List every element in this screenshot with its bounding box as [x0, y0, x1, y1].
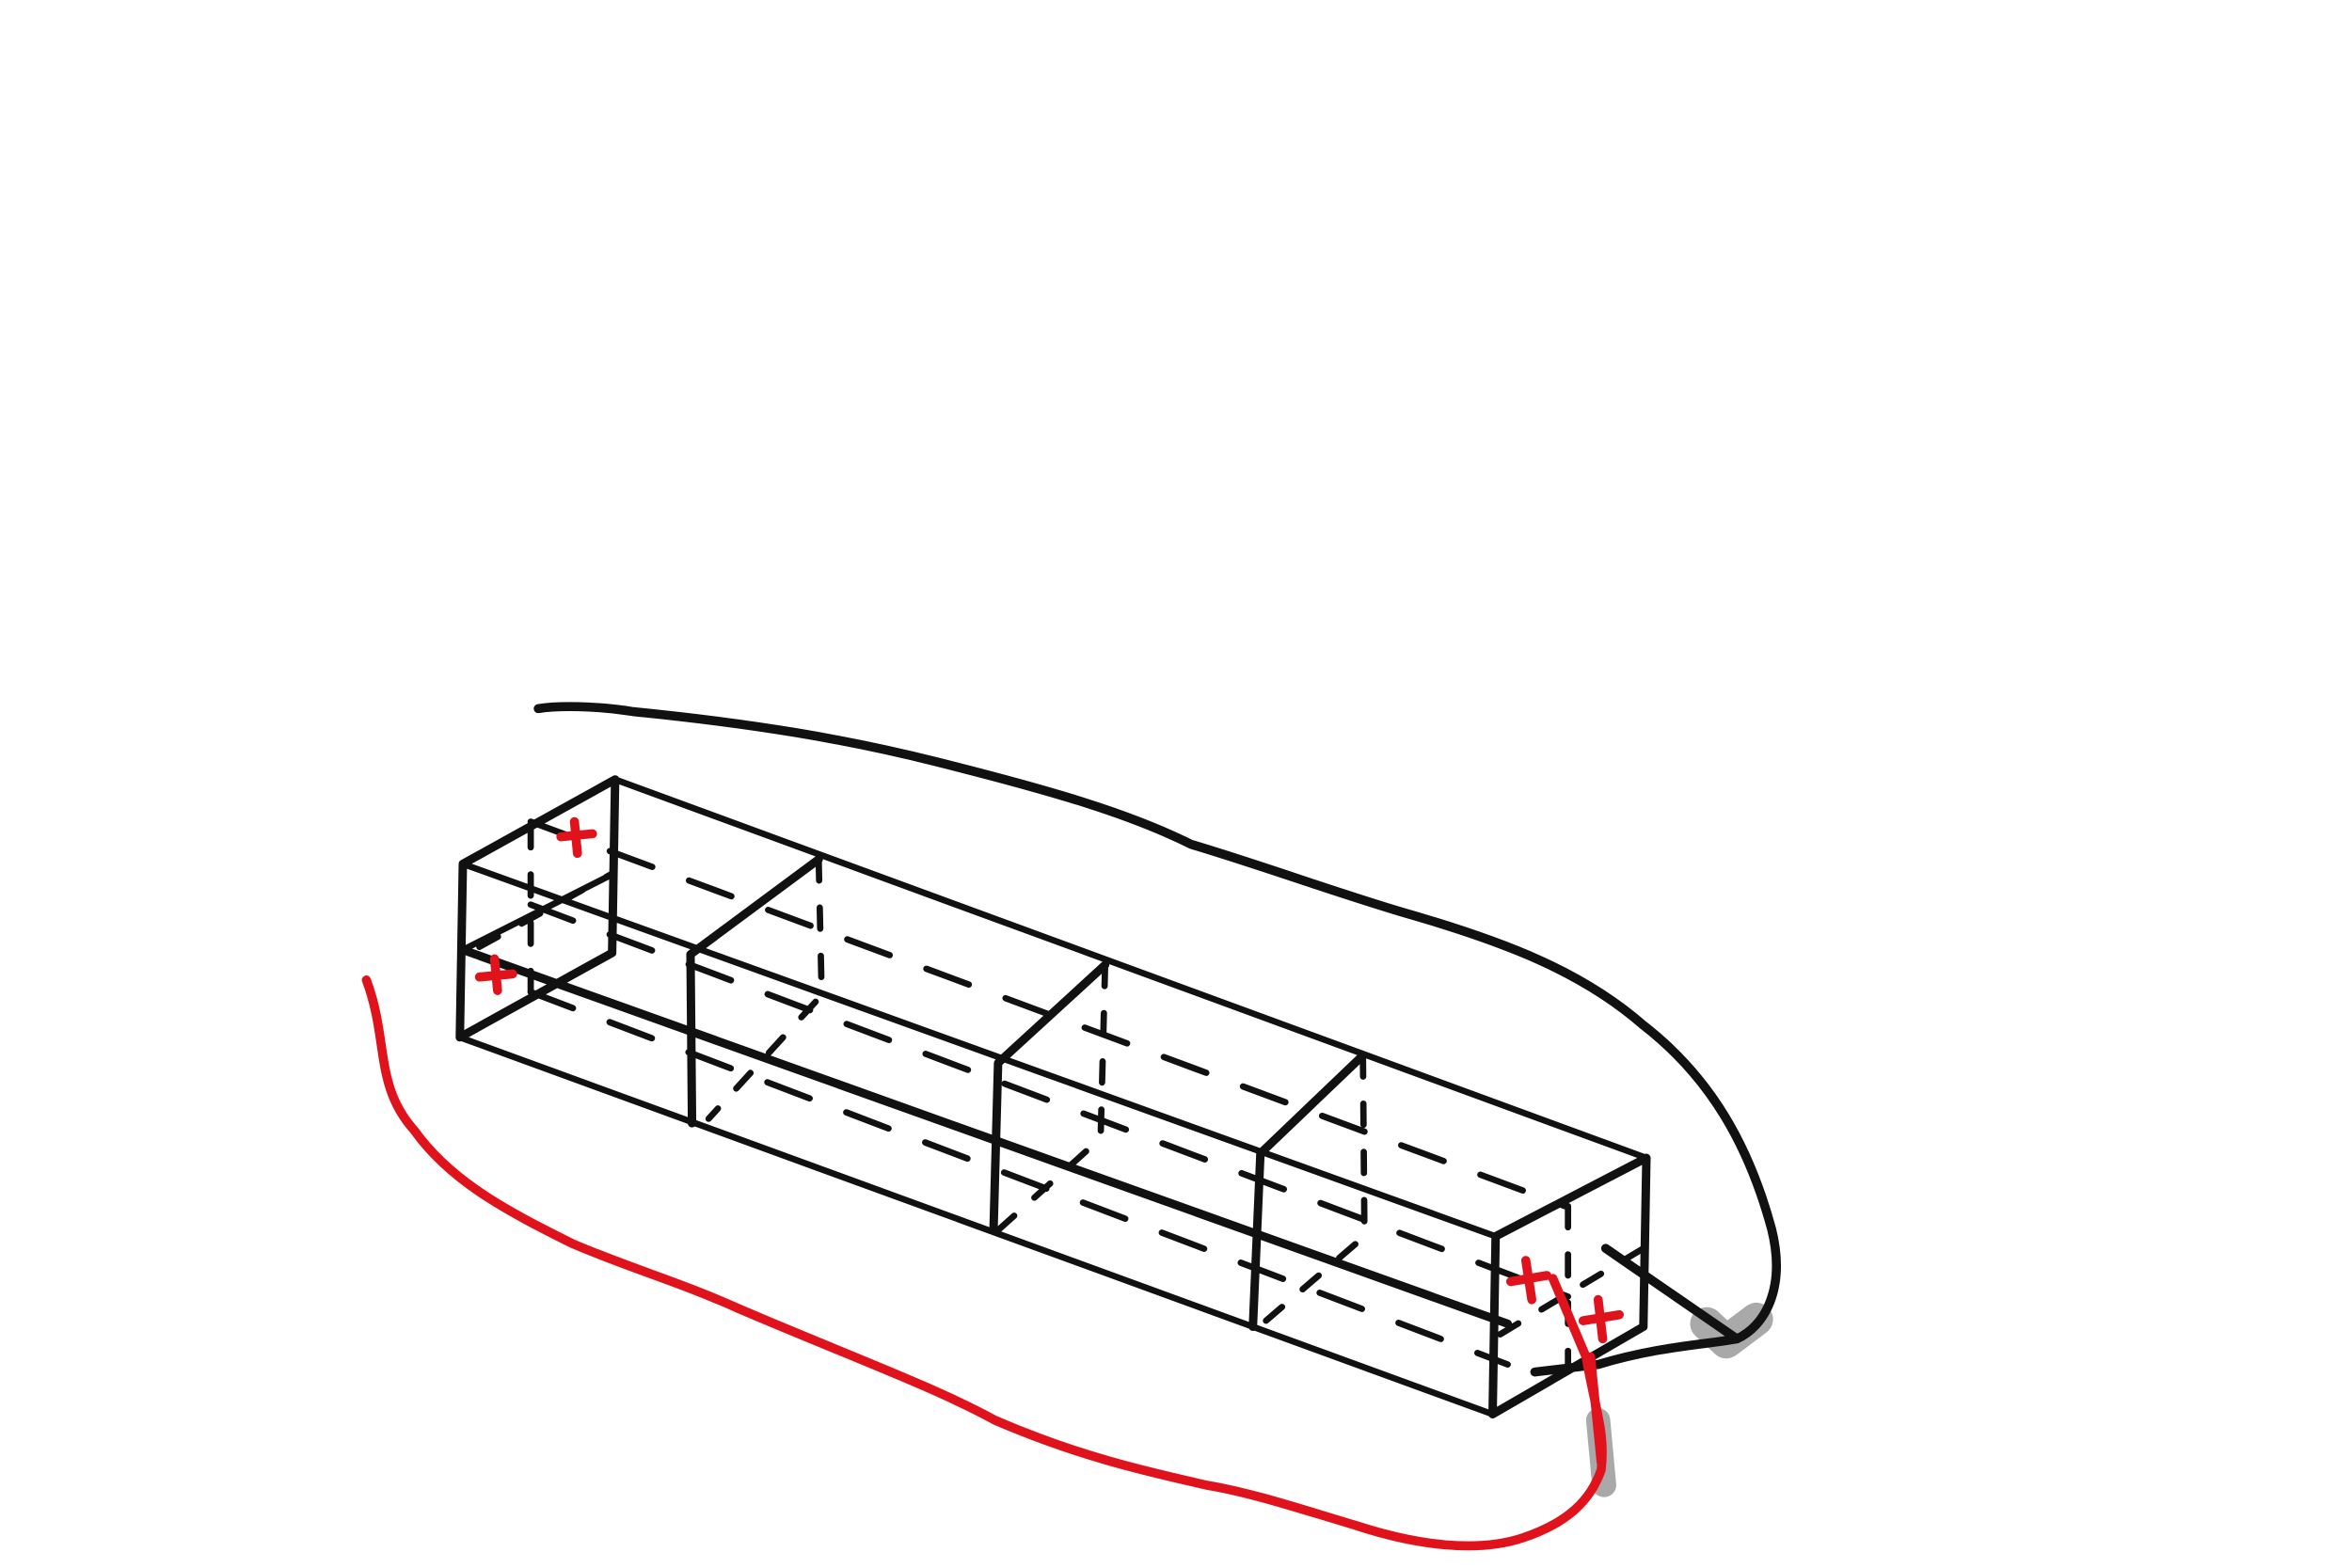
box-outline — [460, 780, 1646, 1415]
right-face — [1493, 1158, 1646, 1414]
plus-mark-right-bottom — [1583, 1300, 1619, 1339]
black-wire-tail — [1606, 1248, 1737, 1338]
plus-marks — [480, 822, 1620, 1339]
red-wire — [366, 980, 1602, 1546]
top-front-edge — [463, 863, 1496, 1236]
divider-1 — [691, 860, 818, 1124]
hidden-edge-back-mid — [531, 905, 1568, 1297]
bottom-edge — [460, 1037, 1493, 1415]
plus-mark-left-top — [561, 822, 593, 854]
top-back-edge — [615, 780, 1646, 1158]
plus-mark-right-top — [1511, 1260, 1547, 1300]
middle-edge — [463, 950, 1508, 1324]
